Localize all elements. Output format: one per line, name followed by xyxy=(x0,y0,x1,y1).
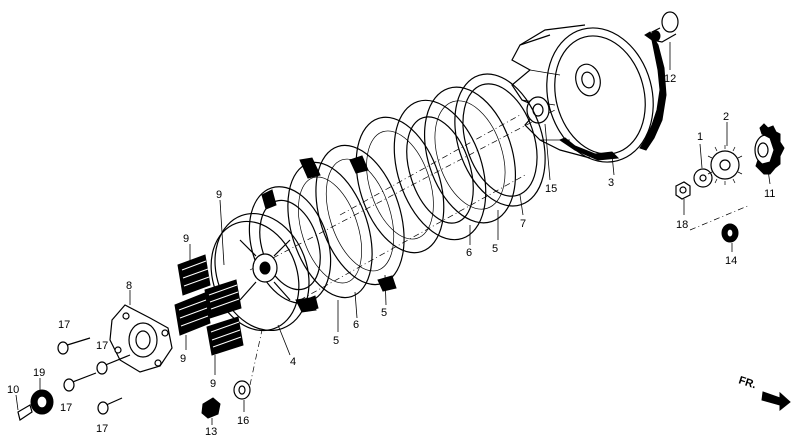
callout-4: 4 xyxy=(290,356,296,368)
clutch-center-hub xyxy=(248,186,332,312)
lifter-plate xyxy=(109,290,173,373)
front-direction-arrow xyxy=(761,391,791,412)
callout-17c: 17 xyxy=(60,402,72,414)
oil-pump-gear xyxy=(754,123,785,185)
callout-18: 18 xyxy=(676,219,688,231)
callout-17d: 17 xyxy=(96,423,108,435)
lifter-bolts xyxy=(57,337,131,415)
callout-5c: 5 xyxy=(333,335,339,347)
callout-5a: 5 xyxy=(492,243,498,255)
lock-nut xyxy=(675,181,691,215)
leader-lines xyxy=(209,154,615,336)
callout-1: 1 xyxy=(697,131,703,143)
lifter-rod xyxy=(15,394,33,421)
thrust-washer-1 xyxy=(693,143,713,188)
callout-9b: 9 xyxy=(183,233,189,245)
callout-9d: 9 xyxy=(210,378,216,390)
callout-17a: 17 xyxy=(58,319,70,331)
callout-14: 14 xyxy=(725,255,737,267)
callout-16: 16 xyxy=(237,415,249,427)
center-washer xyxy=(233,329,263,412)
callout-3: 3 xyxy=(608,177,614,189)
callout-6b: 6 xyxy=(353,319,359,331)
callout-5b: 5 xyxy=(381,307,387,319)
callout-10: 10 xyxy=(7,384,19,396)
gear-collar xyxy=(721,223,739,252)
callout-9c: 9 xyxy=(180,353,186,365)
callout-19: 19 xyxy=(33,367,45,379)
lifter-bearing xyxy=(30,378,54,415)
callout-12: 12 xyxy=(664,73,676,85)
clutch-springs xyxy=(174,199,244,375)
callout-17b: 17 xyxy=(96,340,108,352)
callout-15: 15 xyxy=(545,183,557,195)
callout-8: 8 xyxy=(126,280,132,292)
bushing-part xyxy=(651,11,679,70)
callout-7: 7 xyxy=(520,218,526,230)
callout-2: 2 xyxy=(723,111,729,123)
callout-6a: 6 xyxy=(466,247,472,259)
clutch-disc-stack xyxy=(287,73,546,313)
direction-label: FR. xyxy=(737,374,758,391)
callout-labels: 1 2 3 4 5 5 5 6 6 7 8 9 9 9 9 10 11 12 1… xyxy=(7,73,775,438)
primary-drive-gear xyxy=(707,122,743,185)
callout-11: 11 xyxy=(764,188,775,200)
assembly-axis xyxy=(249,109,751,301)
callout-13: 13 xyxy=(205,426,217,438)
center-bolt xyxy=(201,397,221,425)
callout-9a: 9 xyxy=(216,189,222,201)
clutch-outer-housing xyxy=(511,24,667,163)
